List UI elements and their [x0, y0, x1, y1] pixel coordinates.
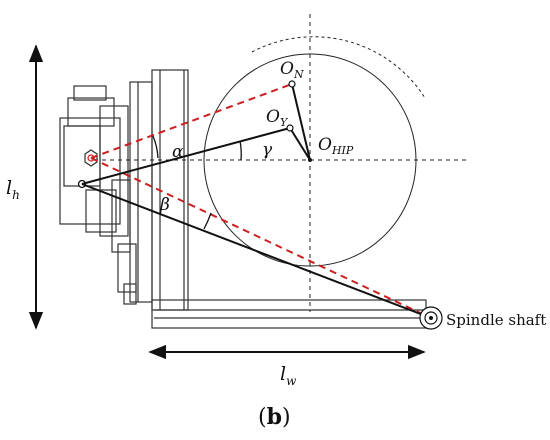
- label-o-hip: OHIP: [318, 135, 354, 157]
- spindle-shaft-symbol: [419, 306, 443, 330]
- device-top-block: [67, 97, 115, 127]
- point-on: [288, 80, 296, 88]
- label-o-y: OY: [266, 107, 289, 129]
- outer-arc-dashed: [251, 36, 426, 99]
- link-lower-to-spindle: [81, 183, 432, 319]
- device-bottom-block: [117, 243, 137, 293]
- red-dashed-line-lower: [90, 157, 432, 319]
- spindle-inner-circle: [424, 311, 438, 325]
- label-o-n: ON: [280, 59, 304, 81]
- link-oy-to-ohip: [289, 127, 311, 161]
- vertical-rail: [129, 81, 153, 303]
- device-drop-block: [111, 179, 131, 253]
- label-gamma: γ: [262, 140, 273, 160]
- solid-links: [81, 83, 432, 319]
- label-spindle-shaft: Spindle shaft: [446, 311, 546, 329]
- link-on-to-ohip: [291, 83, 311, 161]
- alpha-arc: [152, 135, 159, 159]
- gamma-arc: [239, 140, 242, 161]
- label-beta: β: [159, 195, 170, 215]
- device-outer-housing: [59, 117, 121, 225]
- device-lower-block: [85, 189, 117, 233]
- base-plate: [151, 299, 427, 329]
- point-ohip: [308, 158, 312, 162]
- label-l-h: lh: [6, 177, 20, 202]
- label-l-w: lw: [280, 363, 297, 388]
- figure-caption: (b): [258, 404, 291, 430]
- beta-arc: [203, 212, 212, 230]
- label-alpha: α: [172, 142, 184, 162]
- device-top-cap: [73, 85, 107, 101]
- actuator-device: [59, 69, 427, 329]
- link-lower-to-oy: [81, 127, 291, 185]
- point-oy: [286, 124, 294, 132]
- spindle-center: [429, 316, 433, 320]
